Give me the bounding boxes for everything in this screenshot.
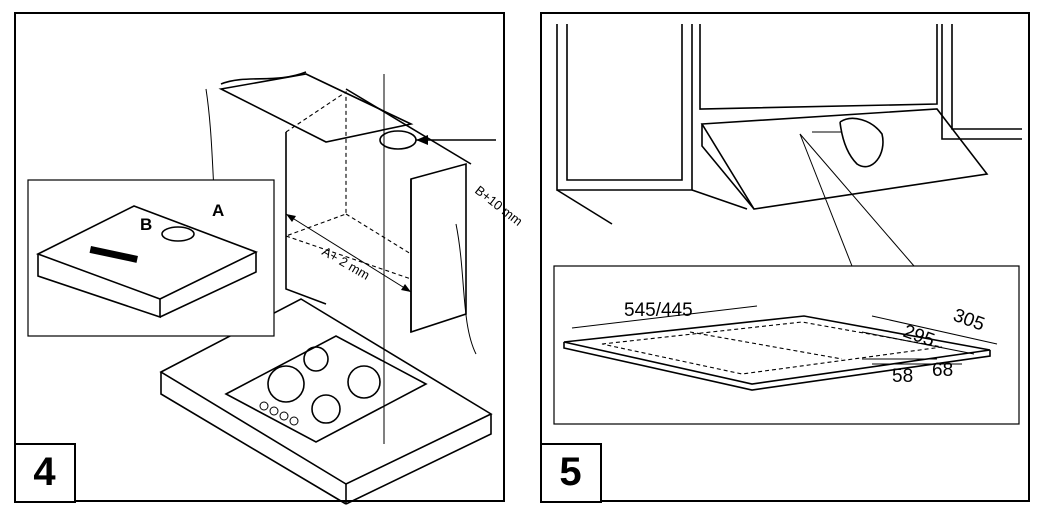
inset-label-a: A	[212, 201, 224, 220]
detail-inset	[553, 265, 1020, 425]
hood-installation-illustration: A+ 2 mm B+10 mm A B	[27, 71, 526, 505]
step-number-5: 5	[539, 442, 602, 503]
hood-inset-box	[27, 179, 275, 337]
step-4-panel: A+ 2 mm B+10 mm A B 4	[13, 12, 526, 505]
duct-hole	[379, 130, 417, 150]
hob-knobs	[259, 401, 299, 426]
hob	[224, 335, 428, 443]
width-dimension-line	[285, 213, 412, 293]
right-cabinet	[410, 162, 467, 334]
right-cabinet	[941, 24, 1022, 140]
inset-label-b: B	[140, 215, 152, 234]
dim-68: 68	[932, 360, 953, 381]
step-5-panel: 545/445 295 305 58 68 5	[539, 12, 1030, 503]
hand	[839, 117, 884, 168]
marked-board	[700, 108, 989, 210]
marking-illustration: 545/445 295 305 58 68	[553, 24, 1022, 425]
step-number-4: 4	[13, 442, 76, 503]
cabinet-top	[218, 73, 414, 143]
hood-space-outline	[285, 90, 347, 237]
left-cabinet	[556, 24, 693, 191]
dim-545-445: 545/445	[624, 300, 693, 321]
depth-dim-label: B+10 mm	[472, 183, 525, 229]
dim-58: 58	[892, 366, 913, 387]
